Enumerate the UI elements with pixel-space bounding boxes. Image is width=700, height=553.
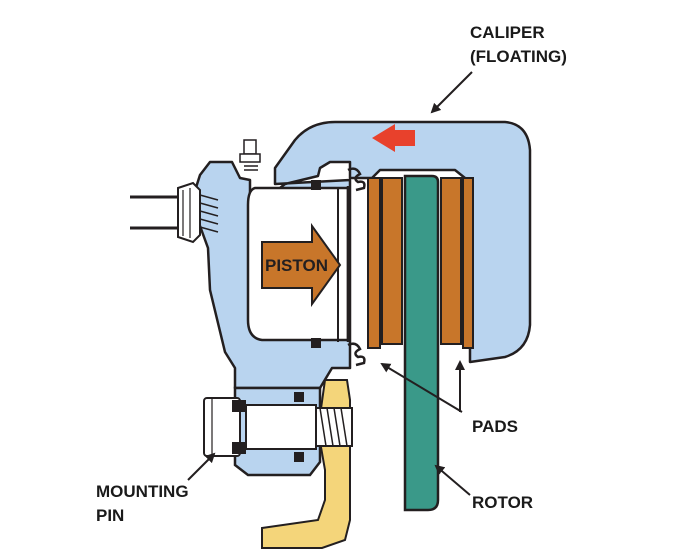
caliper-label-line2: (FLOATING): [470, 47, 567, 66]
pads-label: PADS: [472, 417, 518, 436]
dust-boot-upper: [347, 167, 366, 192]
pads-leader-inner: [380, 362, 463, 413]
piston-seal: [311, 180, 321, 348]
caliper-label-line1: CALIPER: [470, 23, 545, 42]
brake-hose: [130, 195, 185, 230]
mounting-pin-label-line1: MOUNTING: [96, 482, 189, 501]
rotor: [403, 174, 440, 512]
mounting-pin: [203, 392, 353, 462]
mounting-pin-leader: [187, 452, 216, 481]
bleeder-screw: [239, 139, 261, 171]
hose-fitting: [177, 181, 219, 244]
mounting-pin-label-line2: PIN: [96, 506, 124, 525]
dust-boot-lower: [347, 342, 366, 367]
rotor-leader: [434, 464, 471, 496]
piston-arrow: [261, 222, 342, 308]
inner-brake-pad: [367, 177, 403, 349]
caliper-movement-arrow: [372, 124, 415, 152]
rotor-label: ROTOR: [472, 493, 533, 512]
piston-label: PISTON: [265, 256, 328, 275]
caliper-leader: [430, 71, 473, 114]
outer-brake-pad: [440, 177, 474, 349]
